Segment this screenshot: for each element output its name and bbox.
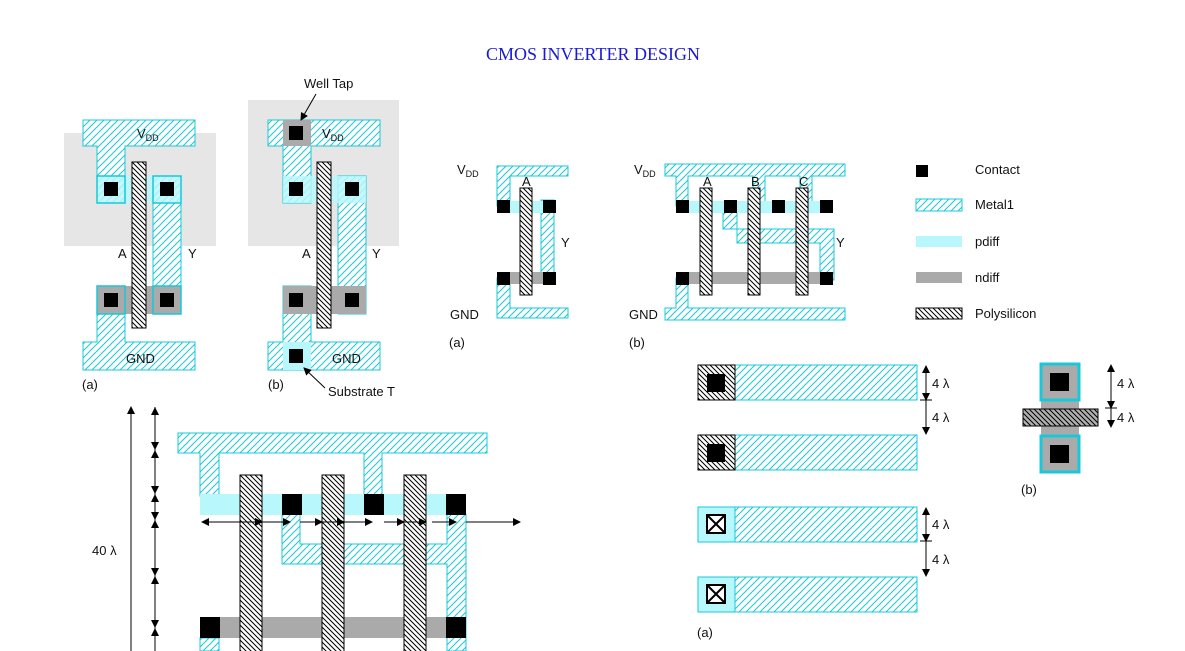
svg-text:GND: GND	[629, 307, 658, 322]
svg-text:VDD: VDD	[137, 126, 159, 143]
svg-text:A: A	[302, 246, 311, 261]
stick-inverter-a: VDD A Y GND (a)	[449, 162, 570, 350]
legend-contact-swatch	[916, 165, 928, 177]
well-tap-label: Well Tap	[304, 76, 353, 91]
svg-text:(a): (a)	[449, 335, 465, 350]
svg-text:4 λ: 4 λ	[932, 410, 950, 425]
svg-text:VDD: VDD	[457, 162, 479, 179]
svg-text:(b): (b)	[268, 377, 284, 392]
contact	[160, 293, 174, 307]
substrate-tap-contact	[289, 349, 303, 363]
substrate-tap-label: Substrate T	[328, 384, 395, 399]
svg-text:GND: GND	[126, 351, 155, 366]
contact	[104, 182, 118, 196]
transistor-spacing-b: 4 λ 4 λ (b)	[1021, 362, 1135, 497]
layer-legend: Contact Metal1 pdiff ndiff Polysilicon	[915, 162, 1036, 321]
svg-text:4 λ: 4 λ	[932, 376, 950, 391]
legend-pdiff-swatch	[916, 236, 962, 247]
svg-text:Y: Y	[561, 235, 570, 250]
stick-nor3-b: A B C VDD Y GND (b)	[629, 162, 846, 350]
legend-poly-label: Polysilicon	[975, 306, 1036, 321]
svg-text:4 λ: 4 λ	[1117, 376, 1135, 391]
contact-spacing-a: 4 λ 4 λ 4 λ 4 λ (a)	[697, 364, 950, 640]
poly-gate	[316, 161, 332, 329]
inverter-layout-b: VDD GND A Y Well Tap Substrate T (b)	[248, 76, 399, 399]
legend-ndiff-swatch	[916, 272, 962, 283]
contact	[104, 293, 118, 307]
page-title: CMOS INVERTER DESIGN	[486, 44, 700, 64]
svg-text:(b): (b)	[1021, 482, 1037, 497]
contact	[160, 182, 174, 196]
well-tap-contact	[289, 126, 303, 140]
svg-text:Y: Y	[188, 246, 197, 261]
svg-text:Y: Y	[372, 246, 381, 261]
svg-text:C: C	[799, 174, 808, 189]
height-dimension: 40 λ	[92, 543, 117, 558]
poly-gate	[131, 161, 147, 329]
svg-text:(b): (b)	[629, 335, 645, 350]
legend-contact-label: Contact	[975, 162, 1020, 177]
svg-text:A: A	[703, 174, 712, 189]
legend-metal1-label: Metal1	[975, 197, 1014, 212]
svg-text:GND: GND	[332, 351, 361, 366]
svg-text:VDD: VDD	[322, 126, 344, 143]
svg-text:4 λ: 4 λ	[932, 517, 950, 532]
svg-text:(a): (a)	[82, 377, 98, 392]
svg-text:A: A	[522, 174, 531, 189]
svg-text:4 λ: 4 λ	[1117, 410, 1135, 425]
svg-text:GND: GND	[450, 307, 479, 322]
large-dimensioned-layout: 40 λ	[92, 406, 521, 651]
svg-text:B: B	[751, 174, 760, 189]
svg-text:(a): (a)	[697, 625, 713, 640]
legend-pdiff-label: pdiff	[975, 234, 1000, 249]
legend-ndiff-label: ndiff	[975, 270, 1000, 285]
legend-metal1-swatch	[915, 198, 963, 212]
inverter-layout-a: VDD GND A Y (a)	[64, 119, 216, 392]
legend-poly-swatch	[915, 307, 963, 320]
svg-text:VDD: VDD	[634, 162, 656, 179]
svg-text:Y: Y	[836, 235, 845, 250]
svg-text:4 λ: 4 λ	[932, 552, 950, 567]
svg-text:A: A	[118, 246, 127, 261]
